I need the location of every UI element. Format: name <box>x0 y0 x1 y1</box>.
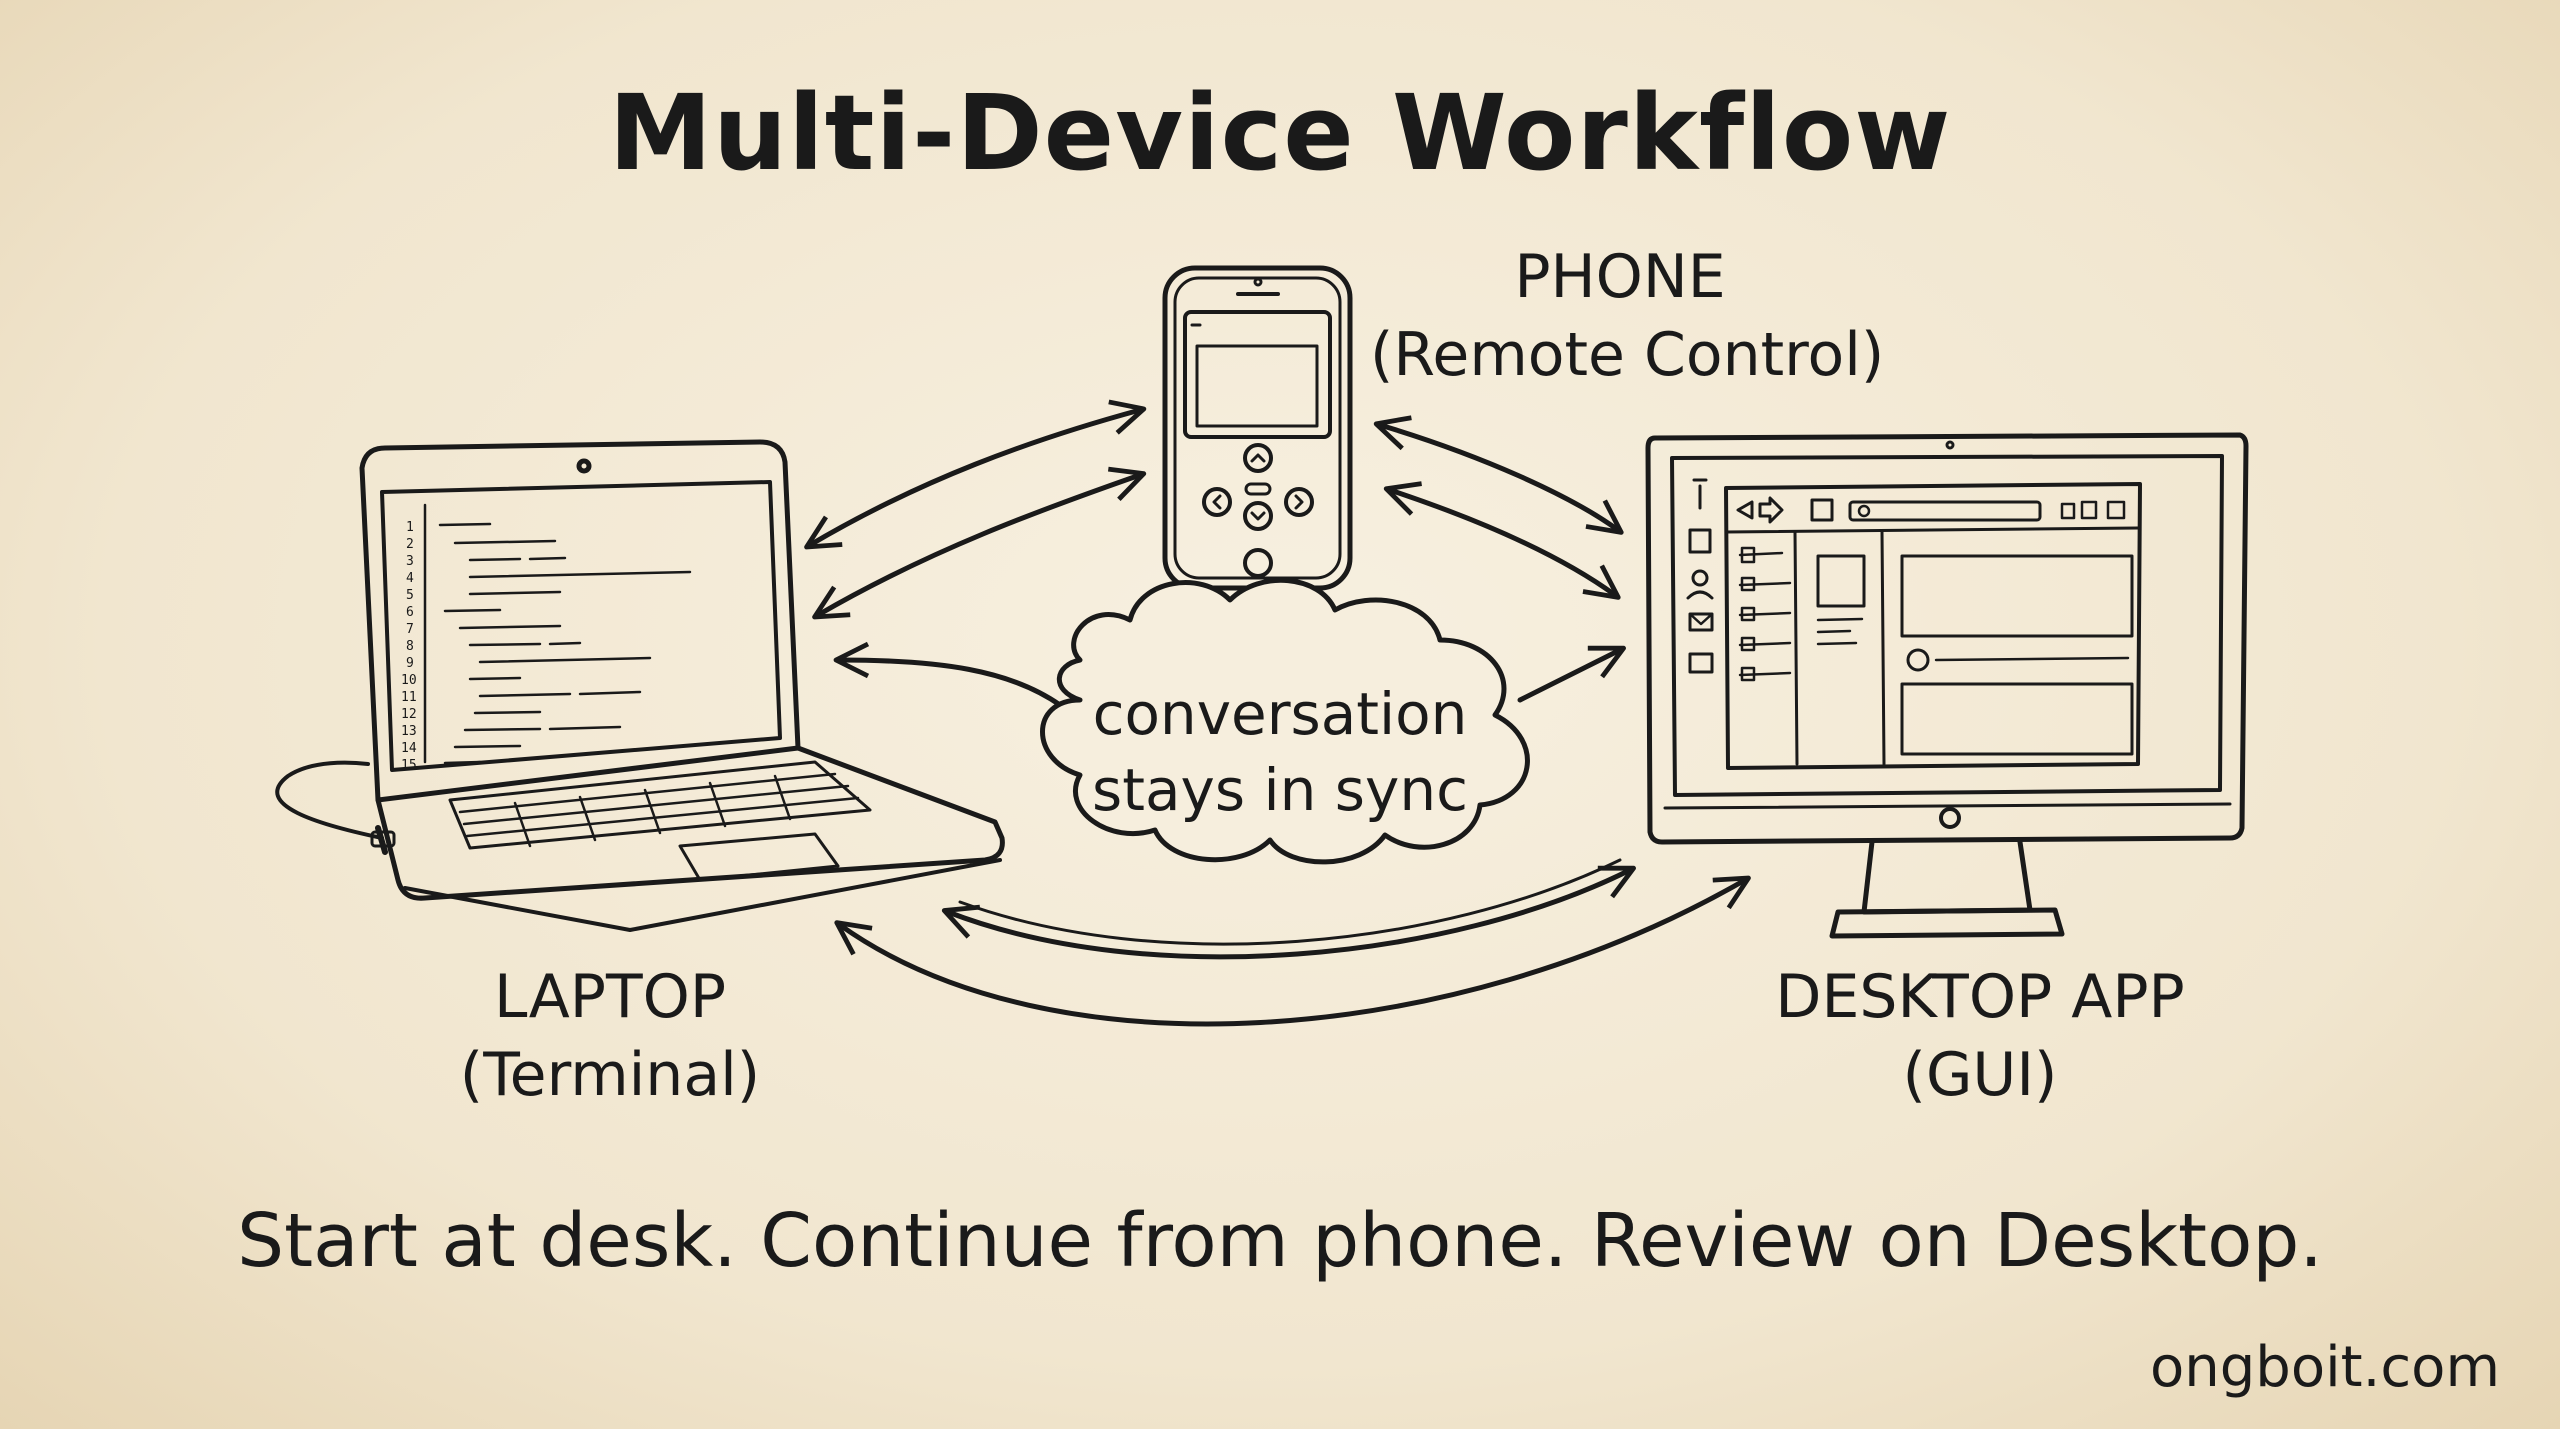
sync-cloud <box>1040 577 1530 865</box>
laptop-label-name: LAPTOP <box>493 962 727 1032</box>
radio-option <box>1906 648 1930 672</box>
laptop-keyboard-rows <box>458 772 860 838</box>
code-line-number: 9 <box>406 656 414 671</box>
monitor-stand-base <box>1829 907 2065 939</box>
laptop-cable <box>275 760 384 840</box>
desktop-label-name: DESKTOP APP <box>1775 962 2185 1032</box>
file-list <box>1738 551 1792 677</box>
arrow-phone-desktop-upper <box>1373 415 1624 535</box>
arrow-laptop-desktop-inner <box>941 865 1636 960</box>
code-line-number: 14 <box>401 741 417 756</box>
laptop-camera <box>576 458 592 474</box>
arrow-laptop-phone-upper <box>804 399 1147 550</box>
phone-label-name: PHONE <box>1514 242 1726 312</box>
phone-right-button <box>1284 487 1314 517</box>
code-lines <box>438 522 692 765</box>
laptop-base <box>375 745 1005 901</box>
sync-arrows <box>804 399 1751 1027</box>
code-line-number: 7 <box>406 622 414 637</box>
phone-body <box>1162 265 1353 591</box>
code-line-number: 15 <box>401 758 417 773</box>
phone-illustration <box>1162 265 1353 591</box>
code-line-number: 8 <box>406 639 414 654</box>
code-line-number: 13 <box>401 724 417 739</box>
laptop-label: LAPTOP (Terminal) <box>360 958 860 1114</box>
code-line-number: 3 <box>406 554 414 569</box>
laptop-screen <box>380 480 782 772</box>
arrow-cloud-desktop <box>1517 645 1626 703</box>
diagram-title: Multi-Device Workflow <box>608 72 1952 194</box>
mail-icon <box>1688 612 1714 632</box>
phone-up-button <box>1243 443 1273 473</box>
laptop-keyboard <box>448 760 872 850</box>
desktop-label: DESKTOP APP (GUI) <box>1700 958 2260 1114</box>
arrow-laptop-desktop-outer <box>834 875 1751 1027</box>
search-icon <box>1857 504 1871 518</box>
sync-cloud-line-1: conversation <box>1092 680 1468 748</box>
nav-arrows <box>1736 496 1784 524</box>
arrow-laptop-phone-lower <box>812 466 1147 620</box>
monitor-screen <box>1670 454 2224 797</box>
home-icon <box>1810 498 1834 522</box>
code-line-number: 2 <box>406 537 414 552</box>
code-line-number: 4 <box>406 571 414 586</box>
content-panel-bottom <box>1900 682 2134 756</box>
phone-label-role: (Remote Control) <box>1370 320 1885 390</box>
code-line-number: 6 <box>406 605 414 620</box>
workflow-caption: Start at desk. Continue from phone. Revi… <box>237 1198 2323 1284</box>
folder-icon <box>1688 652 1714 674</box>
arrow-cloud-laptop <box>833 641 1063 708</box>
desktop-illustration <box>1645 432 2249 939</box>
code-line-number: 5 <box>406 588 414 603</box>
monitor-stand-neck <box>1861 839 2033 915</box>
phone-home-button <box>1243 548 1273 578</box>
laptop-label-role: (Terminal) <box>459 1040 761 1110</box>
phone-screen-panel <box>1195 344 1319 428</box>
laptop-illustration <box>275 439 1005 932</box>
code-line-number: 11 <box>401 690 417 705</box>
sync-cloud-text: conversation stays in sync <box>1040 676 1520 828</box>
document-icon <box>1688 528 1712 554</box>
phone-center-button <box>1244 482 1272 496</box>
app-window <box>1724 482 2142 770</box>
phone-down-button <box>1243 501 1273 531</box>
code-line-number: 12 <box>401 707 417 722</box>
laptop-lid <box>359 439 801 803</box>
arrow-phone-desktop-lower <box>1383 481 1621 600</box>
user-icon <box>1691 569 1709 587</box>
sync-cloud-line-2: stays in sync <box>1092 756 1468 824</box>
laptop-trackpad <box>678 832 840 882</box>
monitor-power-button <box>1939 807 1961 829</box>
file-icon <box>1692 478 1708 510</box>
phone-label: PHONE (Remote Control) <box>1370 238 1885 394</box>
app-search-bar <box>1848 500 2042 522</box>
thumbnail <box>1816 554 1866 608</box>
monitor-frame <box>1645 432 2249 845</box>
code-line-number: 10 <box>401 673 417 688</box>
desktop-label-role: (GUI) <box>1902 1040 2058 1110</box>
code-line-number: 1 <box>406 520 414 535</box>
content-panel-top <box>1900 554 2134 638</box>
brand-watermark: ongboit.com <box>2149 1335 2500 1400</box>
code-line-numbers: 1 2 3 4 5 6 7 8 9 10 11 12 13 14 15 <box>401 520 417 773</box>
phone-left-button <box>1202 487 1232 517</box>
phone-screen <box>1183 310 1332 439</box>
